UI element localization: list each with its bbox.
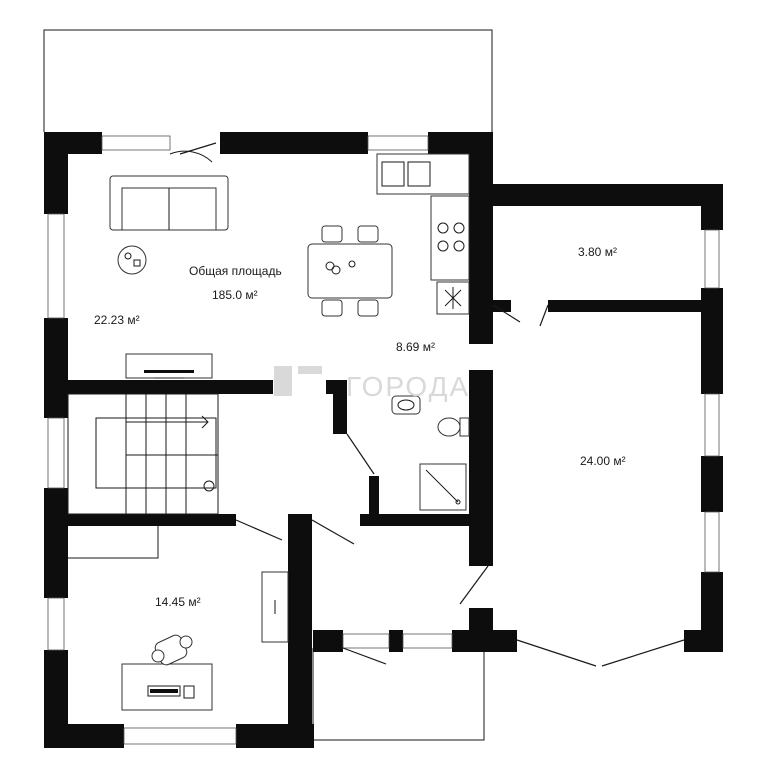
- office-chair-icon: [151, 634, 193, 666]
- exterior-walls: [44, 132, 723, 748]
- room-area-office: 14.45 м²: [155, 595, 201, 609]
- doors: [169, 142, 685, 667]
- terrace-outline: [43, 29, 493, 741]
- kitchen-counter-icon: [376, 153, 470, 281]
- office-nook-outline: [68, 526, 159, 559]
- windows: [47, 135, 720, 745]
- total-area-label: Общая площадь: [189, 264, 282, 278]
- room-area-garage: 24.00 м²: [580, 454, 626, 468]
- sink-icon: [391, 395, 421, 415]
- dining-table-icon: [307, 225, 393, 317]
- watermark: ГОРОДА: [274, 366, 470, 402]
- round-table-icon: [117, 245, 147, 275]
- room-area-kitchen: 8.69 м²: [396, 340, 435, 354]
- fridge-icon: [436, 281, 470, 315]
- desk-icon: [121, 663, 213, 711]
- sofa-icon: [109, 175, 229, 231]
- wardrobe-icon: [261, 571, 289, 643]
- total-area-value: 185.0 м²: [212, 288, 258, 302]
- shower-icon: [419, 463, 467, 511]
- watermark-text: ГОРОДА: [346, 371, 470, 402]
- room-area-storage: 3.80 м²: [578, 245, 617, 259]
- stairs-icon: [67, 393, 219, 515]
- tv-console-icon: [125, 353, 213, 379]
- room-area-living: 22.23 м²: [94, 313, 140, 327]
- interior-walls: [68, 380, 470, 748]
- toilet-icon: [437, 417, 470, 437]
